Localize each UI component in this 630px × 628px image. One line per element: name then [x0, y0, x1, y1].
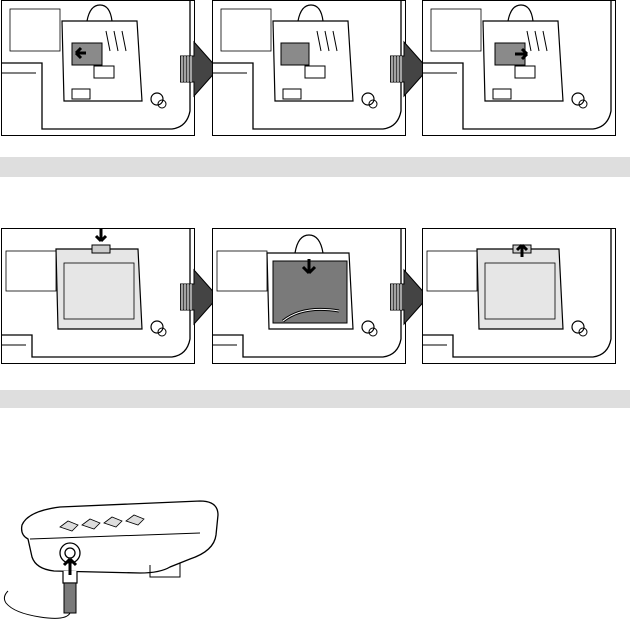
sim-step-3-drawing — [423, 1, 616, 136]
phone-side-view-drawing — [0, 495, 230, 628]
battery-step-2-drawing — [213, 229, 406, 364]
sim-step-2-panel — [212, 0, 406, 136]
section-divider-band — [0, 390, 630, 408]
battery-step-1-drawing — [2, 229, 195, 364]
battery-step-2-panel — [212, 228, 406, 364]
sim-step-1-drawing — [2, 1, 195, 136]
power-connection-illustration — [0, 495, 230, 628]
sim-step-3-panel — [422, 0, 616, 136]
battery-step-1-panel — [1, 228, 195, 364]
section-divider-band — [0, 157, 630, 177]
sim-step-1-panel — [1, 0, 195, 136]
sim-step-2-drawing — [213, 1, 406, 136]
battery-step-3-panel — [422, 228, 616, 364]
battery-step-3-drawing — [423, 229, 616, 364]
